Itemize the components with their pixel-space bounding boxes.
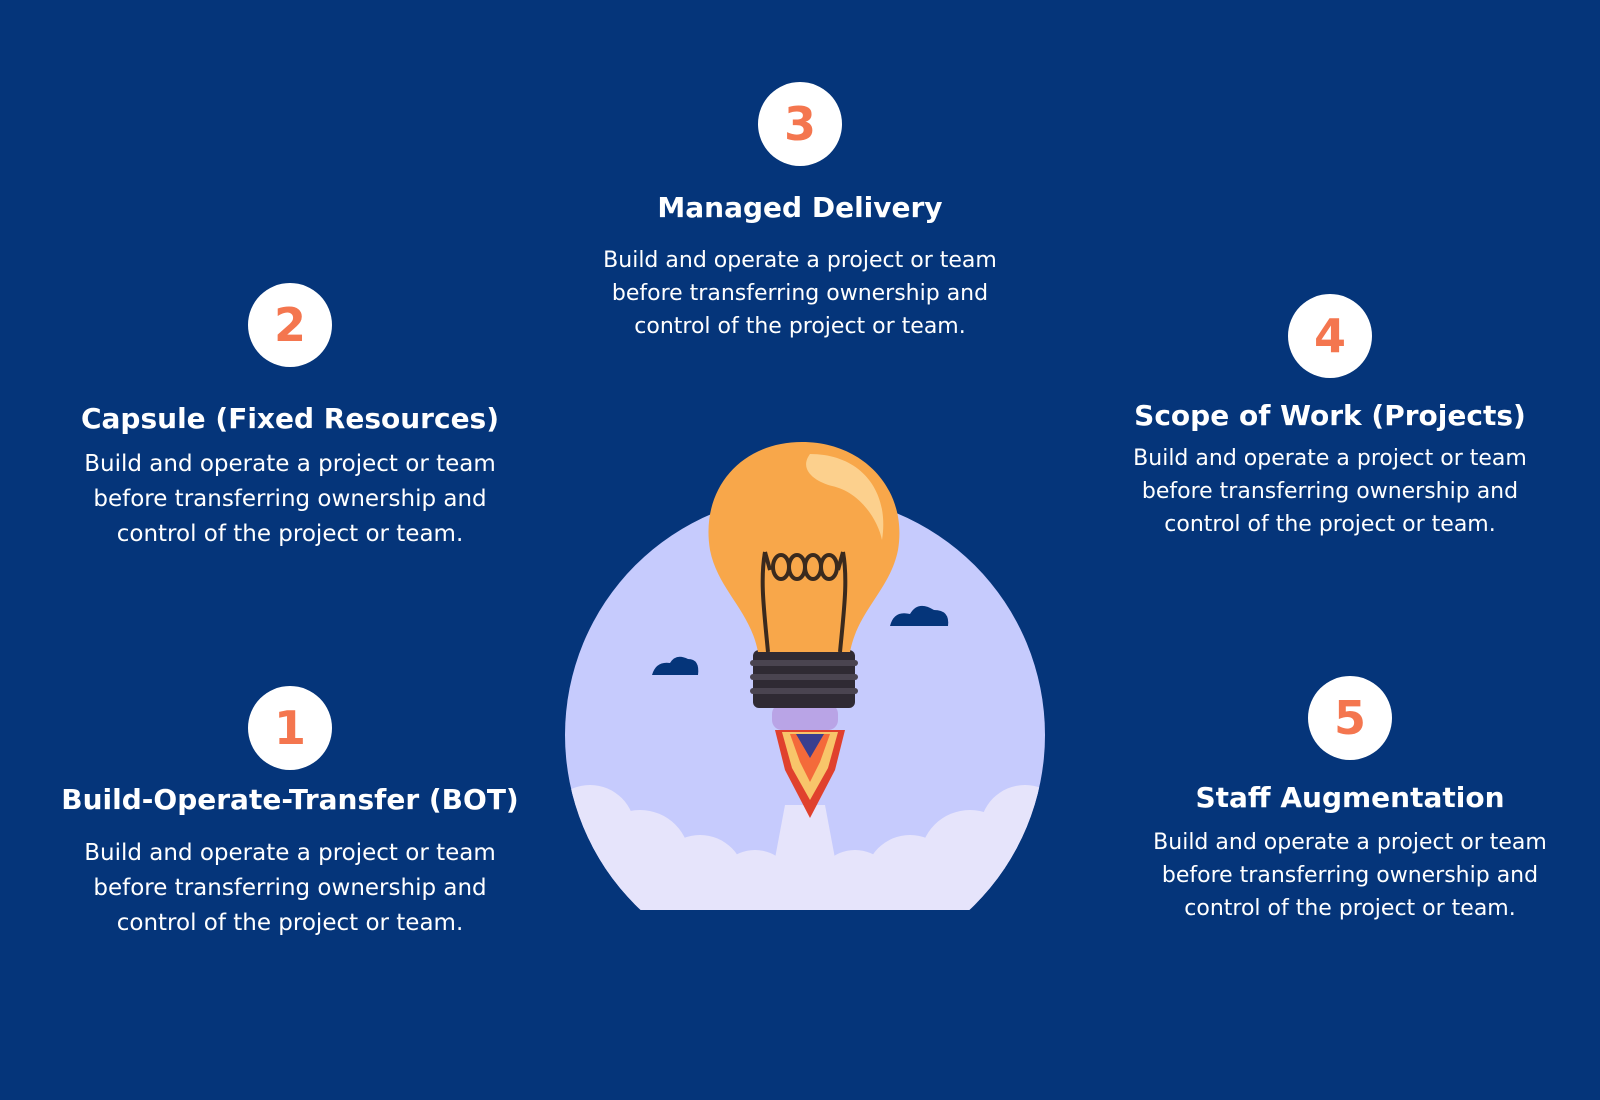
step-description: Build and operate a project or team befo… <box>60 836 520 941</box>
bulb-glass <box>708 442 900 653</box>
description-line: control of the project or team. <box>1164 512 1496 537</box>
description-line: Build and operate a project or team <box>603 248 997 273</box>
filament <box>760 551 848 653</box>
description-line: before transferring ownership and <box>93 875 487 901</box>
description-line: before transferring ownership and <box>1161 863 1539 888</box>
description-line: before transferring ownership and <box>1141 479 1519 504</box>
step-title: Staff Augmentation <box>1195 781 1505 814</box>
step-number-badge: 5 <box>1308 676 1392 760</box>
description-line: control of the project or team. <box>116 521 464 547</box>
step-number-badge: 3 <box>758 82 842 166</box>
description-line: control of the project or team. <box>1184 896 1516 921</box>
rocket-flame <box>775 730 845 818</box>
step-title: Scope of Work (Projects) <box>1134 399 1526 432</box>
description-line: Build and operate a project or team <box>1133 446 1527 471</box>
description-line: control of the project or team. <box>116 910 464 936</box>
step-description: Build and operate a project or team befo… <box>1120 826 1580 925</box>
step-description: Build and operate a project or team befo… <box>1100 442 1560 541</box>
bulb-base <box>750 650 858 708</box>
description-line: before transferring ownership and <box>611 281 989 306</box>
step-managed-delivery: 3 Managed Delivery Build and operate a p… <box>580 82 1020 343</box>
description-line: Build and operate a project or team <box>84 451 496 477</box>
cloud-icon <box>652 656 699 675</box>
description-line: Build and operate a project or team <box>1153 830 1547 855</box>
description-line: Build and operate a project or team <box>84 840 496 866</box>
step-description: Build and operate a project or team befo… <box>60 447 520 552</box>
step-scope-of-work: 4 Scope of Work (Projects) Build and ope… <box>1100 294 1560 541</box>
description-line: before transferring ownership and <box>93 486 487 512</box>
step-number-badge: 2 <box>248 283 332 367</box>
step-title: Build-Operate-Transfer (BOT) <box>61 783 519 816</box>
step-title: Managed Delivery <box>657 191 943 224</box>
step-staff-augmentation: 5 Staff Augmentation Build and operate a… <box>1120 676 1580 925</box>
description-line: control of the project or team. <box>634 314 966 339</box>
step-build-operate-transfer: 1 Build-Operate-Transfer (BOT) Build and… <box>60 686 520 941</box>
step-title: Capsule (Fixed Resources) <box>80 402 500 435</box>
step-description: Build and operate a project or team befo… <box>580 244 1020 343</box>
lightbulb-rocket-icon <box>565 442 1045 910</box>
cloud-icon <box>890 605 949 626</box>
step-number-badge: 1 <box>248 686 332 770</box>
step-number-badge: 4 <box>1288 294 1372 378</box>
step-capsule: 2 Capsule (Fixed Resources) Build and op… <box>60 283 520 552</box>
